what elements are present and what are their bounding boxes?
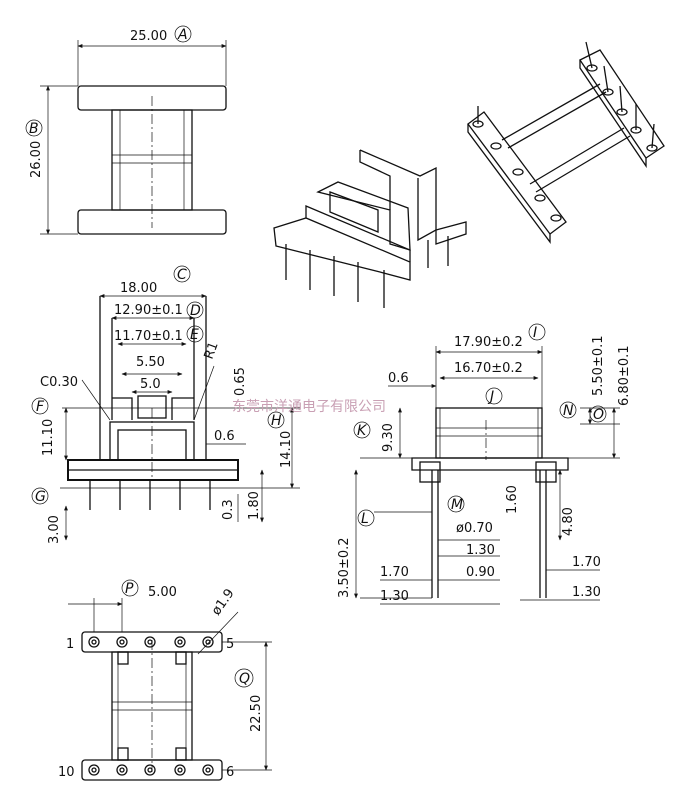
label-k: K [357, 423, 368, 439]
watermark: 东莞市洋通电子有限公司 [232, 398, 386, 415]
pin-label-1: 1 [66, 637, 74, 652]
dim-side-offset: 0.6 [388, 371, 409, 386]
label-g: G [35, 489, 46, 505]
label-b: B [29, 121, 39, 137]
dim-bottom-span: 22.50 [249, 695, 264, 732]
label-l: L [361, 511, 369, 527]
label-j-circle [485, 387, 503, 405]
label-q: Q [239, 671, 250, 687]
label-c-circle [173, 265, 191, 283]
dim-front-wall: 0.65 [233, 367, 248, 396]
dim-top-width: 25.00 [130, 29, 167, 44]
side-view [354, 346, 620, 605]
dim-front-slot-outer: 5.50 [136, 355, 165, 370]
label-k-circle [353, 421, 371, 439]
dim-side-core-height: 9.30 [381, 423, 396, 452]
label-p: P [125, 581, 134, 597]
dim-side-width: 17.90±0.2 [454, 335, 523, 350]
label-a-circle [174, 25, 192, 43]
dim-side-post-len: 4.80 [561, 507, 576, 536]
pin-label-5: 5 [226, 637, 234, 652]
label-e: E [190, 327, 199, 343]
bottom-view [68, 598, 272, 781]
label-h-circle [267, 411, 285, 429]
label-f-circle [31, 397, 49, 415]
label-i-circle [528, 323, 546, 341]
label-f: F [36, 399, 45, 415]
label-a: A [177, 27, 188, 43]
label-d: D [190, 303, 201, 319]
front-view [60, 294, 300, 541]
dim-front-flange: 1.80 [247, 491, 262, 520]
dim-side-height-small: 5.50±0.1 [591, 335, 606, 396]
dim-side-pin-dia: ø0.70 [456, 521, 493, 536]
dim-radius: R1 [202, 340, 222, 361]
dim-side-pin-gap1: 1.30 [466, 543, 495, 558]
dim-side-height: 6.80±0.1 [617, 345, 632, 406]
dim-chamfer: C0.30 [40, 375, 78, 390]
dim-front-inner-width: 12.90±0.1 [114, 303, 183, 318]
top-view [40, 40, 227, 235]
label-h: H [271, 413, 282, 429]
pin-label-10: 10 [58, 765, 75, 780]
dim-front-small: 0.3 [221, 499, 236, 520]
dim-side-right2: 1.30 [572, 585, 601, 600]
label-j: J [487, 389, 494, 405]
dim-bottom-hole: ø1.9 [209, 586, 238, 618]
dim-side-right1: 1.70 [572, 555, 601, 570]
label-m: M [451, 497, 463, 513]
label-i: I [533, 325, 537, 341]
label-c: C [177, 267, 187, 283]
label-l-circle [357, 509, 375, 527]
isometric-view-bottom [467, 41, 665, 244]
dim-top-height: 26.00 [29, 141, 44, 178]
label-o: O [593, 407, 604, 423]
dim-side-pin-gap3: 0.90 [466, 565, 495, 580]
dim-front-height-total: 14.10 [279, 431, 294, 468]
dim-front-step: 0.6 [214, 429, 235, 444]
dim-side-post: 1.60 [505, 485, 520, 514]
dim-front-width: 18.00 [120, 281, 157, 296]
dim-front-pin-len: 3.00 [47, 515, 62, 544]
dim-front-inner-width2: 11.70±0.1 [114, 329, 183, 344]
dim-front-height-inner: 11.10 [41, 419, 56, 456]
dim-bottom-pitch: 5.00 [148, 585, 177, 600]
label-e-circle [186, 325, 204, 343]
label-n: N [563, 403, 574, 419]
dim-side-pin-gap2: 1.70 [380, 565, 409, 580]
pin-label-6: 6 [226, 765, 234, 780]
dim-side-inner: 16.70±0.2 [454, 361, 523, 376]
dim-side-pin-len: 3.50±0.2 [337, 537, 352, 598]
label-m-circle [447, 495, 465, 513]
isometric-view-front [273, 149, 467, 308]
label-o-circle [589, 405, 607, 423]
label-q-circle [234, 668, 254, 688]
label-b-circle [25, 119, 43, 137]
dim-side-pin-gap4: 1.30 [380, 589, 409, 604]
label-d-circle [186, 301, 204, 319]
label-g-circle [31, 487, 49, 505]
label-n-circle [559, 401, 577, 419]
label-p-circle [121, 579, 139, 597]
dim-front-slot-inner: 5.0 [140, 377, 161, 392]
